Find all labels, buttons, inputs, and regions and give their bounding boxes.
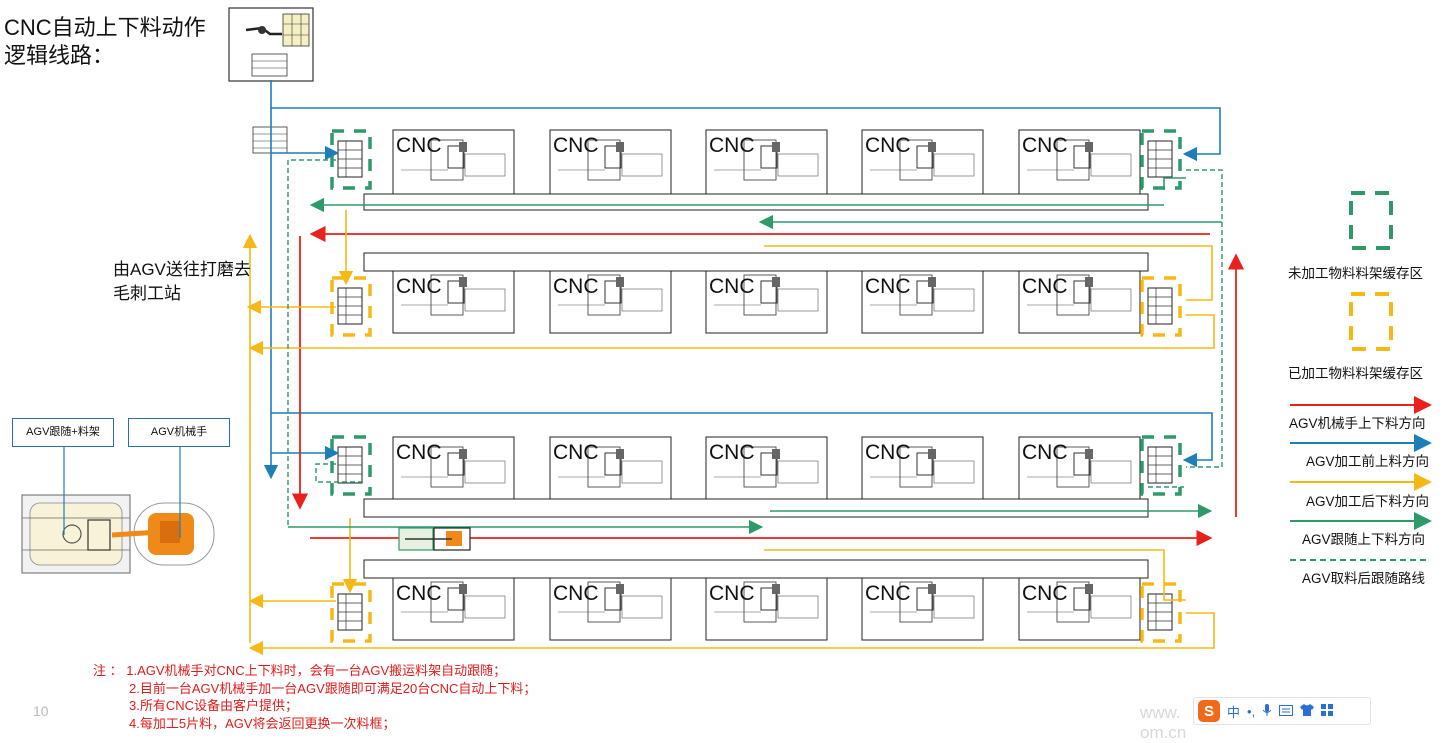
cnc-machine: CNC <box>705 577 828 641</box>
cnc-machine: CNC <box>549 129 672 195</box>
cnc-label: CNC <box>865 582 911 605</box>
cnc-machine: CNC <box>392 129 515 195</box>
buffer-racks <box>330 129 1182 643</box>
agv-vehicle <box>398 527 471 551</box>
cnc-label: CNC <box>1022 134 1068 157</box>
cnc-label: CNC <box>1022 441 1068 464</box>
legend-follow-path: AGV跟随上下料方向 <box>1302 532 1426 547</box>
note-line: 3.所有CNC设备由客户提供； <box>129 698 299 713</box>
grinding-station-note: 由AGV送往打磨去毛刺工站 <box>113 260 251 303</box>
cnc-label: CNC <box>553 275 599 298</box>
label-connectors <box>63 445 181 538</box>
buffer-rack <box>330 129 372 190</box>
cnc-machine: CNC <box>705 129 828 195</box>
cnc-label: CNC <box>709 441 755 464</box>
note-line: 注 ： 1.AGV机械手对CNC上下料时，会有一台AGV搬运料架自动跟随； <box>93 663 507 678</box>
cnc-rows: CNC CNC CNC CNC CNC CNC CNC CNC CNC CNC CNC CNC CNC C… <box>392 129 1141 641</box>
legend-processed-buffer: 已加工物料料架缓存区 <box>1288 366 1423 381</box>
cnc-label: CNC <box>396 441 442 464</box>
legend-unprocessed-buffer: 未加工物料料架缓存区 <box>1288 266 1423 281</box>
cnc-machine: CNC <box>1018 129 1141 195</box>
cnc-machine: CNC <box>1018 577 1141 641</box>
cnc-label: CNC <box>709 134 755 157</box>
agv-arm-label: AGV机械手 <box>128 418 230 447</box>
cnc-label: CNC <box>709 275 755 298</box>
cnc-machine: CNC <box>1018 436 1141 500</box>
buffer-rack <box>330 276 372 337</box>
buffer-rack <box>1140 582 1182 643</box>
legend-arm-path: AGV机械手上下料方向 <box>1289 416 1426 431</box>
cnc-machine: CNC <box>705 436 828 500</box>
cnc-machine: CNC <box>549 270 672 334</box>
blue-paths <box>263 80 1221 480</box>
ime-toolbar[interactable]: S 中 •, <box>1193 697 1371 725</box>
cnc-label: CNC <box>865 441 911 464</box>
note-line: 2.目前一台AGV机械手加一台AGV跟随即可满足20台CNC自动上下料； <box>129 680 537 696</box>
notes: 注 ： 1.AGV机械手对CNC上下料时，会有一台AGV搬运料架自动跟随； 2.… <box>93 662 536 732</box>
cnc-label: CNC <box>709 582 755 605</box>
keyboard-icon[interactable] <box>1279 704 1294 719</box>
cnc-machine: CNC <box>392 270 515 334</box>
cnc-machine: CNC <box>392 577 515 641</box>
cnc-label: CNC <box>1022 582 1068 605</box>
agv-follow-rack-label: AGV跟随+料架 <box>12 418 114 447</box>
yellow-paths <box>242 210 1215 656</box>
cnc-label: CNC <box>1022 275 1068 298</box>
cnc-machine: CNC <box>705 270 828 334</box>
cnc-label: CNC <box>553 582 599 605</box>
shirt-icon[interactable] <box>1300 703 1315 719</box>
buffer-rack <box>1140 435 1182 496</box>
cnc-label: CNC <box>865 134 911 157</box>
mic-icon[interactable] <box>1262 703 1272 720</box>
cnc-machine: CNC <box>861 577 984 641</box>
cnc-machine: CNC <box>392 436 515 500</box>
cnc-label: CNC <box>553 441 599 464</box>
legend <box>1290 191 1432 561</box>
green-paths <box>288 177 1222 535</box>
cnc-label: CNC <box>553 134 599 157</box>
storage-station <box>228 7 314 82</box>
buffer-rack <box>330 435 372 496</box>
entry-rack <box>252 126 288 154</box>
legend-post-process: AGV加工后下料方向 <box>1306 494 1430 509</box>
buffer-rack <box>1140 129 1182 190</box>
cnc-label: CNC <box>865 275 911 298</box>
buffer-rack <box>1140 276 1182 337</box>
legend-follow-after: AGV取料后跟随路线 <box>1302 571 1426 586</box>
cnc-label: CNC <box>396 582 442 605</box>
cnc-machine: CNC <box>549 577 672 641</box>
agv-equipment-illustration <box>21 494 215 574</box>
cnc-machine: CNC <box>549 436 672 500</box>
green-dashed-paths <box>287 159 1223 527</box>
cnc-label: CNC <box>396 275 442 298</box>
aisle-rails <box>363 193 1149 579</box>
cnc-machine: CNC <box>861 436 984 500</box>
page-number: 10 <box>33 703 49 719</box>
watermark-head: www. <box>1140 703 1181 722</box>
cnc-machine: CNC <box>861 129 984 195</box>
legend-pre-process: AGV加工前上料方向 <box>1306 454 1430 469</box>
ime-lang-button[interactable]: 中 <box>1227 704 1241 720</box>
ime-logo-icon[interactable]: S <box>1198 700 1220 722</box>
note-line: 4.每加工5片料，AGV将会返回更换一次料框； <box>129 715 396 731</box>
ime-punct-button[interactable]: •, <box>1247 703 1256 719</box>
cnc-machine: CNC <box>1018 270 1141 334</box>
cnc-label: CNC <box>396 134 442 157</box>
page-title: CNC自动上下料动作逻辑线路： <box>4 15 206 68</box>
grid-icon[interactable] <box>1321 703 1334 719</box>
cnc-machine: CNC <box>861 270 984 334</box>
buffer-rack <box>330 582 372 643</box>
